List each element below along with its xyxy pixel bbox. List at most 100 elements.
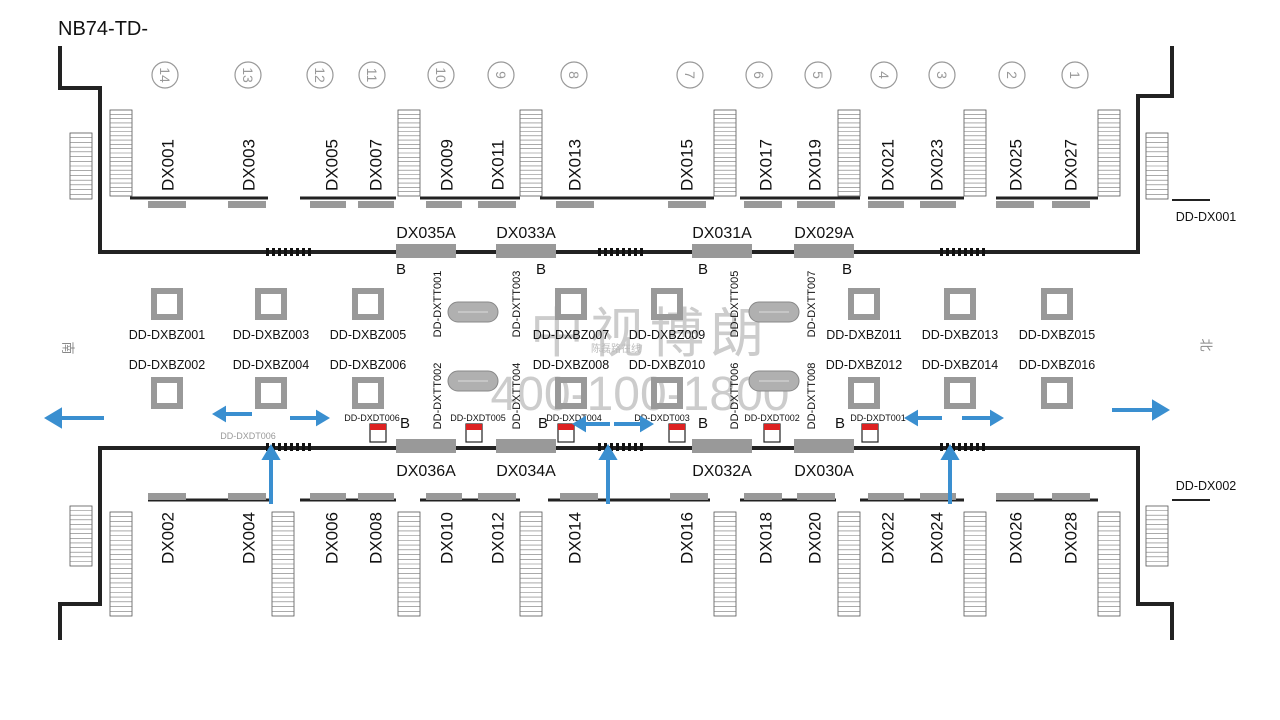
shop-label-bottom: DX022	[879, 512, 898, 564]
gate-bottom	[266, 443, 269, 451]
gate-bottom	[308, 443, 311, 451]
gate-top	[308, 248, 311, 256]
center-panel-label-bottom: DX036A	[396, 463, 456, 480]
center-panel-bottom	[692, 439, 752, 453]
gate-bottom	[284, 443, 287, 451]
exit-circle	[306, 61, 334, 89]
shop-label-bottom: DX006	[323, 512, 342, 564]
gate-top	[628, 248, 631, 256]
shop-label-top: DX027	[1062, 139, 1081, 191]
vertical-label-lower: DD-DXTT008	[806, 363, 818, 430]
gate-top	[266, 248, 269, 256]
vertical-label-lower: DD-DXTT006	[729, 363, 741, 430]
shopfront-sign-bottom	[996, 493, 1034, 500]
gate-top	[640, 248, 643, 256]
exit-circle	[928, 61, 956, 89]
shopfront-sign-bottom	[148, 493, 186, 500]
gate-top	[940, 248, 943, 256]
small-sign-label: DD-DXDT001	[850, 413, 906, 423]
center-panel-top	[692, 244, 752, 258]
shop-label-bottom: DX018	[757, 512, 776, 564]
center-panel-top	[794, 244, 854, 258]
shopfront-sign-top	[668, 201, 706, 208]
shopfront-sign-top	[310, 201, 346, 208]
center-panel-bottom	[396, 439, 456, 453]
small-sign-top	[370, 424, 386, 430]
b-marker: B	[400, 415, 410, 432]
pillar-upper	[255, 288, 287, 320]
gate-top	[604, 248, 607, 256]
vertical-label-upper: DD-DXTT005	[729, 271, 741, 338]
pillar-upper	[555, 288, 587, 320]
shopfront-sign-top	[868, 201, 904, 208]
vertical-label-upper: DD-DXTT007	[806, 271, 818, 338]
small-sign-label: DD-DXDT003	[634, 413, 690, 423]
gate-top	[952, 248, 955, 256]
gate-bottom	[272, 443, 275, 451]
gate-bottom	[958, 443, 961, 451]
gate-bottom	[604, 443, 607, 451]
exit-number: 1	[1067, 71, 1083, 79]
shopfront-sign-top	[1052, 201, 1090, 208]
arrow-up-c-head	[940, 444, 960, 460]
arrow-far-left-head	[44, 407, 62, 429]
small-sign-top	[669, 424, 685, 430]
gate-top	[610, 248, 613, 256]
gate-top	[976, 248, 979, 256]
shopfront-sign-top	[426, 201, 462, 208]
pillar-label-lower: DD-DXBZ008	[533, 358, 609, 372]
exit-number: 4	[876, 71, 892, 79]
pillar-label-lower: DD-DXBZ012	[826, 358, 902, 372]
exit-circle	[487, 61, 515, 89]
shop-label-bottom: DX012	[489, 512, 508, 564]
pillar-lower	[848, 377, 880, 409]
gate-bottom	[610, 443, 613, 451]
gate-bottom	[598, 443, 601, 451]
exit-circle	[151, 61, 179, 89]
small-sign-label: DD-DXDT004	[546, 413, 602, 423]
exit-number: 12	[312, 67, 328, 83]
exit-number: 7	[682, 71, 698, 79]
pillar-label-upper: DD-DXBZ005	[330, 328, 406, 342]
shop-label-bottom: DX026	[1007, 512, 1026, 564]
gate-bottom	[278, 443, 281, 451]
pillar-lower	[352, 377, 384, 409]
pillar-label-lower: DD-DXBZ002	[129, 358, 205, 372]
shop-label-top: DX007	[367, 139, 386, 191]
shop-label-top: DX015	[678, 139, 697, 191]
gate-bottom	[628, 443, 631, 451]
arrow-left-c-head	[904, 409, 918, 427]
exit-circle	[1061, 61, 1089, 89]
b-marker: B	[835, 415, 845, 432]
small-sign-top	[862, 424, 878, 430]
pillar-lower	[555, 377, 587, 409]
gate-top	[278, 248, 281, 256]
plan-title: NB74-TD-	[58, 18, 149, 40]
shop-label-top: DX003	[240, 139, 259, 191]
shop-label-top: DX001	[159, 139, 178, 191]
exit-circle	[998, 61, 1026, 89]
pillar-label-lower: DD-DXBZ006	[330, 358, 406, 372]
vertical-label-upper: DD-DXTT001	[432, 271, 444, 338]
gate-bottom	[622, 443, 625, 451]
direction-east: 北	[1199, 338, 1214, 351]
exit-circle	[676, 61, 704, 89]
vertical-label-lower: DD-DXTT002	[432, 363, 444, 430]
arrow-right-a-head	[316, 409, 330, 427]
center-panel-label-top: DX035A	[396, 225, 456, 242]
shopfront-sign-bottom	[744, 493, 782, 500]
small-sign-label: DD-DXDT005	[450, 413, 506, 423]
pillar-label-upper: DD-DXBZ003	[233, 328, 309, 342]
exit-number: 6	[751, 71, 767, 79]
shop-label-bottom: DX020	[806, 512, 825, 564]
exit-number: 11	[364, 68, 380, 83]
gate-top	[296, 248, 299, 256]
center-panel-top	[396, 244, 456, 258]
exit-circle	[745, 61, 773, 89]
pillar-upper	[848, 288, 880, 320]
small-sign-top	[764, 424, 780, 430]
pillar-lower	[151, 377, 183, 409]
center-panel-label-bottom: DX032A	[692, 463, 752, 480]
pillar-lower	[944, 377, 976, 409]
